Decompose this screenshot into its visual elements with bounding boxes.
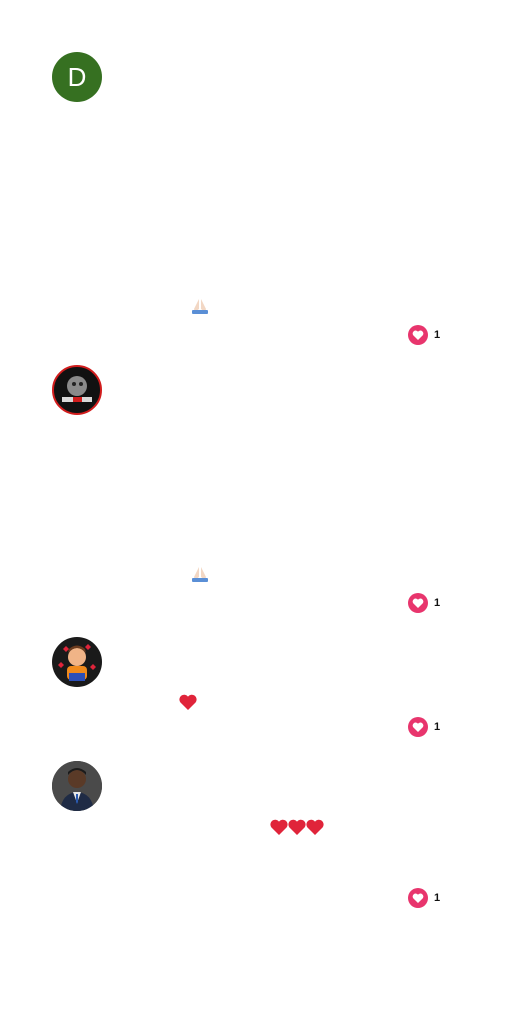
like-button[interactable]: 1 <box>408 888 440 908</box>
avatar[interactable] <box>52 365 102 415</box>
heart-icon <box>408 717 428 737</box>
avatar[interactable]: D <box>52 52 102 102</box>
avatar[interactable] <box>52 637 102 687</box>
folded-hands-icon <box>190 296 210 316</box>
like-button[interactable]: 1 <box>408 593 440 613</box>
avatar-cartoon-icon <box>58 644 96 681</box>
avatar[interactable] <box>52 761 102 811</box>
like-count: 1 <box>434 721 441 733</box>
like-count: 1 <box>434 892 441 904</box>
heart-icon <box>408 325 428 345</box>
like-count: 1 <box>434 597 441 609</box>
avatar-initial: D <box>67 62 87 92</box>
heart-icon <box>408 593 428 613</box>
avatar-photo-icon <box>52 761 102 811</box>
like-button[interactable]: 1 <box>408 717 440 737</box>
avatar-logo-icon <box>62 376 92 402</box>
red-hearts-icon <box>270 819 324 836</box>
heart-icon <box>408 888 428 908</box>
like-button[interactable]: 1 <box>408 325 440 345</box>
like-count: 1 <box>434 329 441 341</box>
folded-hands-icon <box>190 564 210 584</box>
red-heart-icon <box>179 694 197 711</box>
